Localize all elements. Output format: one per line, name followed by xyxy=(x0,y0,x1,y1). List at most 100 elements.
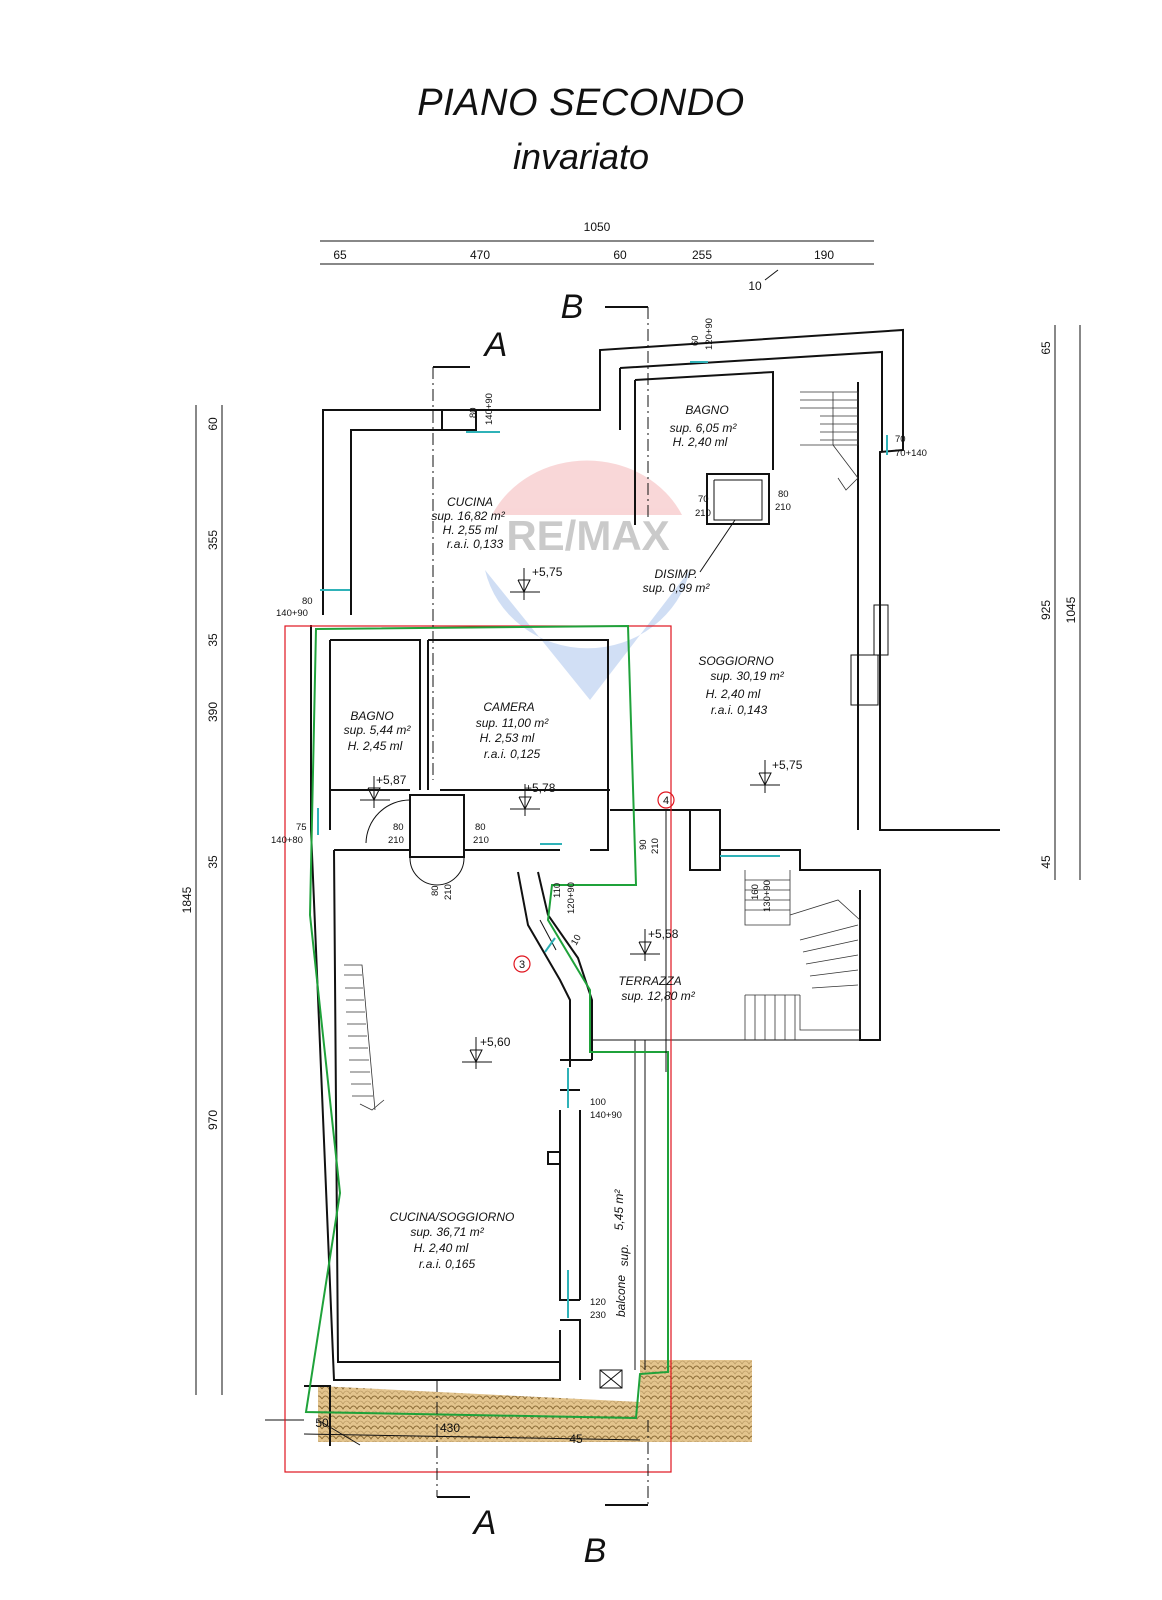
dim-right-b: 925 xyxy=(1039,600,1053,620)
svg-text:110: 110 xyxy=(552,883,563,898)
svg-text:210: 210 xyxy=(695,508,711,519)
svg-text:140+80: 140+80 xyxy=(271,835,303,846)
svg-text:+5,75: +5,75 xyxy=(772,758,803,772)
dim-top-1: 65 xyxy=(333,248,347,262)
dim-top-4: 255 xyxy=(692,248,712,262)
svg-text:3: 3 xyxy=(519,959,525,971)
svg-text:80: 80 xyxy=(475,822,486,833)
room-camera-rai: r.a.i. 0,125 xyxy=(484,747,541,761)
svg-text:120+90: 120+90 xyxy=(566,882,577,914)
svg-text:70: 70 xyxy=(895,434,906,445)
level-cucina-soggiorno: +5,60 xyxy=(462,1035,511,1069)
roof-tiles-right xyxy=(640,1360,752,1442)
room-disimp: DISIMP. sup. 0,99 m² xyxy=(643,519,736,595)
svg-text:210: 210 xyxy=(473,835,489,846)
room-disimp-name: DISIMP. xyxy=(654,567,697,581)
svg-text:90: 90 xyxy=(638,839,649,850)
svg-text:100: 100 xyxy=(590,1097,606,1108)
section-b-bottom: B xyxy=(584,1532,607,1570)
room-cucina-soggiorno-rai: r.a.i. 0,165 xyxy=(419,1257,476,1271)
room-balcone-area: 5,45 m² xyxy=(612,1189,626,1231)
svg-text:130+90: 130+90 xyxy=(762,880,773,912)
dim-left-4: 390 xyxy=(206,702,220,722)
room-cucina-h: H. 2,55 ml xyxy=(443,523,498,537)
room-bagno-top-name: BAGNO xyxy=(685,403,728,417)
section-a-bottom: A xyxy=(472,1504,497,1542)
room-cucina-sup: sup. 16,82 m² xyxy=(431,509,505,523)
room-soggiorno-rai: r.a.i. 0,143 xyxy=(711,703,768,717)
svg-text:80: 80 xyxy=(778,489,789,500)
dim-bottom-a: 50 xyxy=(315,1416,329,1430)
svg-text:210: 210 xyxy=(388,835,404,846)
room-soggiorno-sup: sup. 30,19 m² xyxy=(710,669,784,683)
svg-text:+5,58: +5,58 xyxy=(648,927,679,941)
dimensions-bottom: 50 430 45 xyxy=(303,1416,641,1446)
dim-bottom-b: 430 xyxy=(440,1421,460,1435)
svg-text:70: 70 xyxy=(698,494,709,505)
room-bagno-top: BAGNO sup. 6,05 m² H. 2,40 ml xyxy=(670,403,738,449)
room-bagno-left-h: H. 2,45 ml xyxy=(348,739,403,753)
marker-4: 4 xyxy=(657,791,675,809)
dim-top-extra: 10 xyxy=(748,279,762,293)
room-bagno-top-h: H. 2,40 ml xyxy=(673,435,728,449)
room-soggiorno: SOGGIORNO sup. 30,19 m² H. 2,40 ml r.a.i… xyxy=(698,654,784,717)
svg-text:80: 80 xyxy=(393,822,404,833)
dim-left-5: 35 xyxy=(206,855,220,869)
svg-text:10: 10 xyxy=(569,933,584,948)
page-title: PIANO SECONDO xyxy=(417,82,745,124)
dimensions-right: 65 925 1045 45 xyxy=(1039,325,1081,880)
dim-left-6: 970 xyxy=(206,1110,220,1130)
walls xyxy=(265,328,1000,1446)
room-soggiorno-name: SOGGIORNO xyxy=(698,654,773,668)
room-bagno-left: BAGNO sup. 5,44 m² H. 2,45 ml xyxy=(344,709,412,753)
svg-text:140+90: 140+90 xyxy=(276,608,308,619)
svg-text:+5,60: +5,60 xyxy=(480,1035,511,1049)
boundary-red xyxy=(284,625,672,1473)
dim-left-1: 60 xyxy=(206,417,220,431)
dim-right-a: 65 xyxy=(1039,341,1053,355)
dim-top-5: 190 xyxy=(814,248,834,262)
room-disimp-sup: sup. 0,99 m² xyxy=(643,581,711,595)
room-bagno-left-sup: sup. 5,44 m² xyxy=(344,723,412,737)
svg-text:+5,78: +5,78 xyxy=(525,781,556,795)
svg-text:75: 75 xyxy=(296,822,307,833)
room-soggiorno-h: H. 2,40 ml xyxy=(706,687,761,701)
dim-left-3: 35 xyxy=(206,633,220,647)
dim-left-2: 355 xyxy=(206,530,220,550)
svg-text:80: 80 xyxy=(302,596,313,607)
dim-top-3: 60 xyxy=(613,248,627,262)
level-cucina: +5,75 xyxy=(510,565,563,600)
dimensions-top: 1050 65 470 60 255 190 10 xyxy=(320,220,874,293)
marker-3: 3 xyxy=(513,955,531,973)
room-camera-h: H. 2,53 ml xyxy=(480,731,535,745)
dim-right-d: 45 xyxy=(1039,855,1053,869)
svg-text:160: 160 xyxy=(750,884,761,900)
watermark-text: RE/MAX xyxy=(506,512,669,559)
dim-bottom-c: 45 xyxy=(569,1432,583,1446)
svg-text:120: 120 xyxy=(590,1297,606,1308)
svg-text:4: 4 xyxy=(663,795,669,807)
svg-text:+5,75: +5,75 xyxy=(532,565,563,579)
room-cucina-soggiorno-name: CUCINA/SOGGIORNO xyxy=(390,1210,515,1224)
svg-text:60: 60 xyxy=(690,335,701,346)
section-lines: A B A B xyxy=(432,288,667,1570)
svg-text:80: 80 xyxy=(430,885,441,896)
room-bagno-left-name: BAGNO xyxy=(350,709,393,723)
dim-top-2: 470 xyxy=(470,248,490,262)
section-a-top: A xyxy=(483,326,508,364)
svg-text:120+90: 120+90 xyxy=(704,318,715,350)
svg-text:210: 210 xyxy=(443,884,454,900)
page-subtitle: invariato xyxy=(512,136,650,177)
room-cucina-name: CUCINA xyxy=(447,495,493,509)
roof-tiles-left xyxy=(318,1386,640,1442)
dim-right-c: 1045 xyxy=(1064,596,1078,623)
room-balcone: balcone sup. 5,45 m² xyxy=(612,1189,631,1317)
room-cucina-soggiorno-h: H. 2,40 ml xyxy=(414,1241,469,1255)
svg-text:80: 80 xyxy=(468,407,479,418)
room-cucina-soggiorno: CUCINA/SOGGIORNO sup. 36,71 m² H. 2,40 m… xyxy=(390,1210,515,1271)
level-soggiorno: +5,75 xyxy=(750,758,803,793)
room-cucina-rai: r.a.i. 0,133 xyxy=(447,537,504,551)
level-camera: +5,78 xyxy=(510,781,556,816)
dim-left-total: 1845 xyxy=(180,886,194,913)
